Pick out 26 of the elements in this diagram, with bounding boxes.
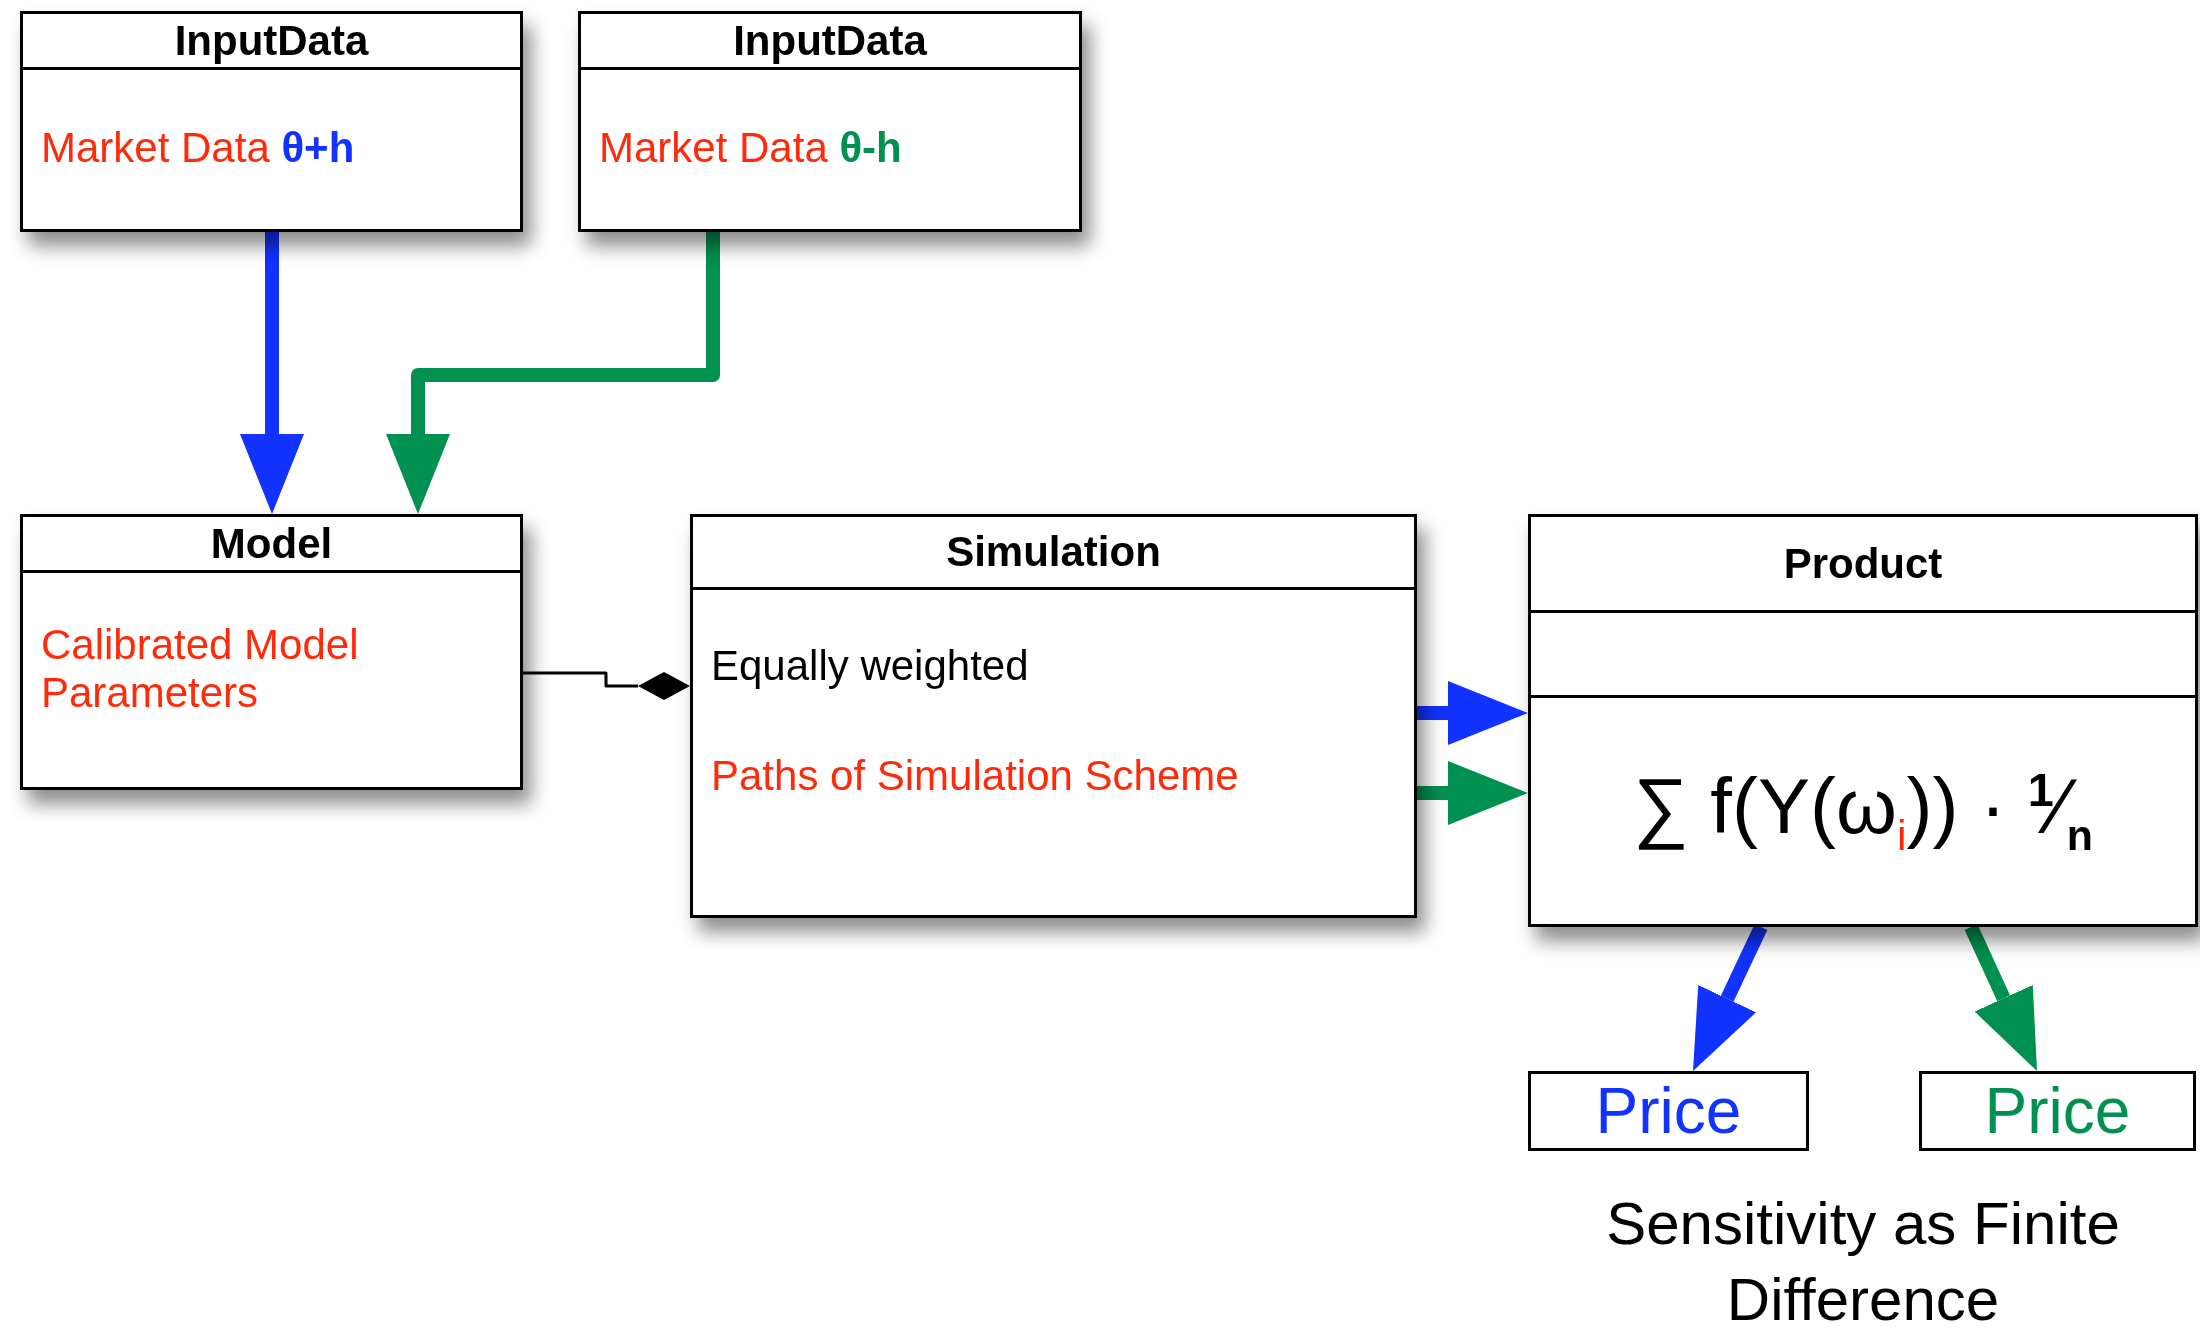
class-title: InputData	[174, 16, 369, 65]
class-box	[578, 11, 1082, 232]
attribute-text: Market Data θ+h	[41, 124, 355, 173]
price-text: Price	[1595, 1075, 1742, 1147]
price-text: Price	[1984, 1075, 2131, 1147]
arrow	[386, 232, 720, 514]
attribute-text: Market Data θ-h	[599, 124, 902, 173]
class-box	[1528, 514, 2198, 927]
attribute-text: Paths of Simulation Scheme	[711, 752, 1239, 801]
class-box	[20, 514, 523, 790]
class-title: InputData	[733, 16, 927, 65]
caption-text: Sensitivity as Finite Difference	[1605, 1189, 2121, 1332]
formula-text: ∑ f(Y(ω$_{i}$)) · $^{1}$⁄$_{n}$	[1633, 762, 2093, 860]
result-box	[1919, 1071, 2196, 1151]
class-title: Simulation	[946, 528, 1161, 576]
result-box	[1528, 1071, 1809, 1151]
class-title: Model	[210, 519, 333, 568]
arrow	[1417, 681, 1528, 745]
arrow	[240, 232, 304, 514]
class-box	[690, 514, 1417, 918]
attribute-text: Equally weighted	[711, 642, 1029, 691]
composition-connector	[523, 671, 690, 700]
class-title: Product	[1783, 539, 1943, 588]
class-box	[20, 11, 523, 232]
attribute-text: Calibrated Model Parameters	[41, 621, 360, 718]
arrow	[1417, 761, 1528, 825]
